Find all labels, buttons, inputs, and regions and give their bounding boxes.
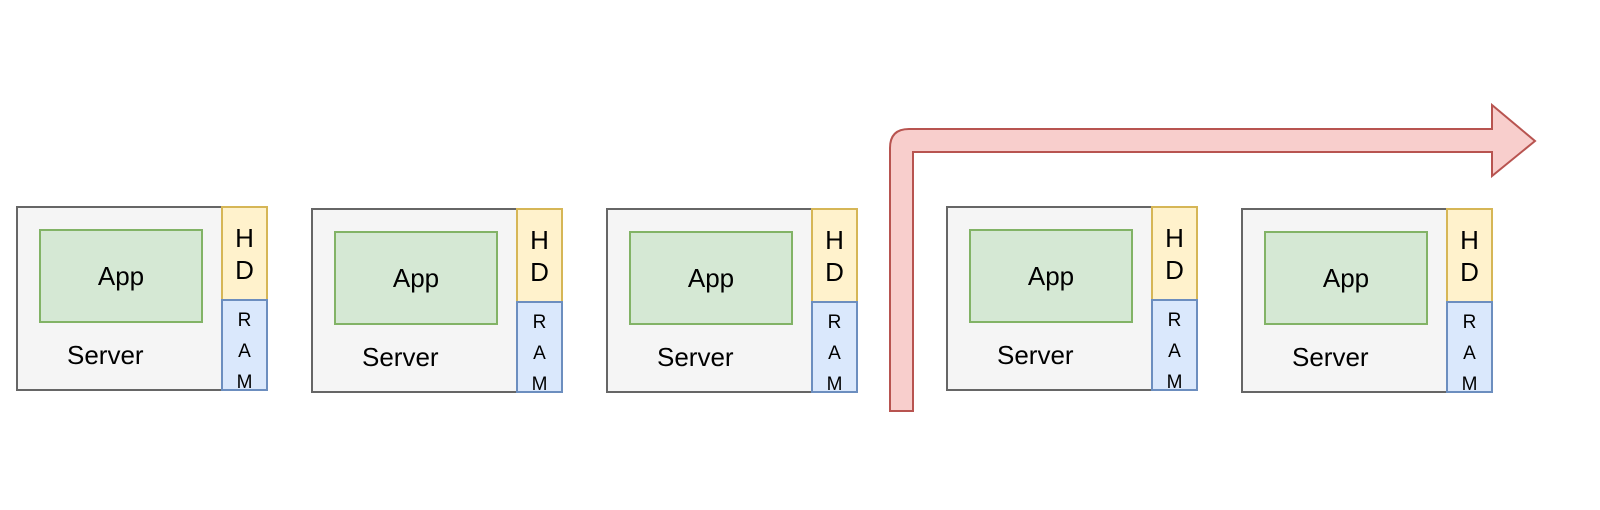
server-box: App Server	[311, 208, 522, 393]
app-box: App	[629, 231, 793, 325]
ram-letter: A	[1168, 341, 1181, 362]
ram-letter: R	[532, 312, 547, 333]
ram-letter: R	[237, 310, 252, 331]
ram-letter: R	[1462, 312, 1477, 333]
server-unit-1: App Server H D R A M	[16, 206, 268, 391]
ram-box: R A M	[1446, 301, 1493, 393]
ram-letter: R	[1167, 310, 1182, 331]
hd-letter: D	[235, 254, 254, 285]
server-box: App Server	[16, 206, 227, 391]
ram-letter: M	[531, 374, 548, 393]
hd-letter: H	[530, 224, 549, 255]
hd-letter: D	[1165, 254, 1184, 285]
ram-box: R A M	[1151, 299, 1198, 391]
app-box: App	[969, 229, 1133, 323]
hd-letter: H	[1460, 224, 1479, 255]
ram-letter: M	[1461, 374, 1478, 393]
ram-letter: M	[1166, 372, 1183, 391]
ram-letter: R	[827, 312, 842, 333]
app-box: App	[1264, 231, 1428, 325]
ram-box: R A M	[221, 299, 268, 391]
hd-box: H D	[811, 208, 858, 303]
server-unit-2: App Server H D R A M	[311, 208, 563, 393]
hd-letter: H	[825, 224, 844, 255]
ram-letter: A	[533, 343, 546, 364]
hd-letter: D	[530, 256, 549, 287]
hd-letter: H	[235, 222, 254, 253]
server-label: Server	[362, 342, 439, 372]
ram-letter: M	[826, 374, 843, 393]
server-box: App Server	[606, 208, 817, 393]
arrow-shape	[889, 102, 1537, 412]
ram-letter: A	[1463, 343, 1476, 364]
ram-letter: A	[238, 341, 251, 362]
server-box: App Server	[1241, 208, 1452, 393]
server-label: Server	[657, 342, 734, 372]
ram-box: R A M	[516, 301, 563, 393]
ram-box: R A M	[811, 301, 858, 393]
server-unit-5: App Server H D R A M	[1241, 208, 1493, 393]
app-box: App	[334, 231, 498, 325]
hd-box: H D	[1446, 208, 1493, 303]
ram-letter: A	[828, 343, 841, 364]
hd-box: H D	[516, 208, 563, 303]
hd-letter: D	[1460, 256, 1479, 287]
app-box: App	[39, 229, 203, 323]
server-unit-4: App Server H D R A M	[946, 206, 1198, 391]
server-label: Server	[67, 340, 144, 370]
hd-letter: H	[1165, 222, 1184, 253]
server-unit-3: App Server H D R A M	[606, 208, 858, 393]
ram-letter: M	[236, 372, 253, 391]
server-box: App Server	[946, 206, 1157, 391]
server-label: Server	[997, 340, 1074, 370]
hd-letter: D	[825, 256, 844, 287]
hd-box: H D	[1151, 206, 1198, 301]
server-label: Server	[1292, 342, 1369, 372]
hd-box: H D	[221, 206, 268, 301]
